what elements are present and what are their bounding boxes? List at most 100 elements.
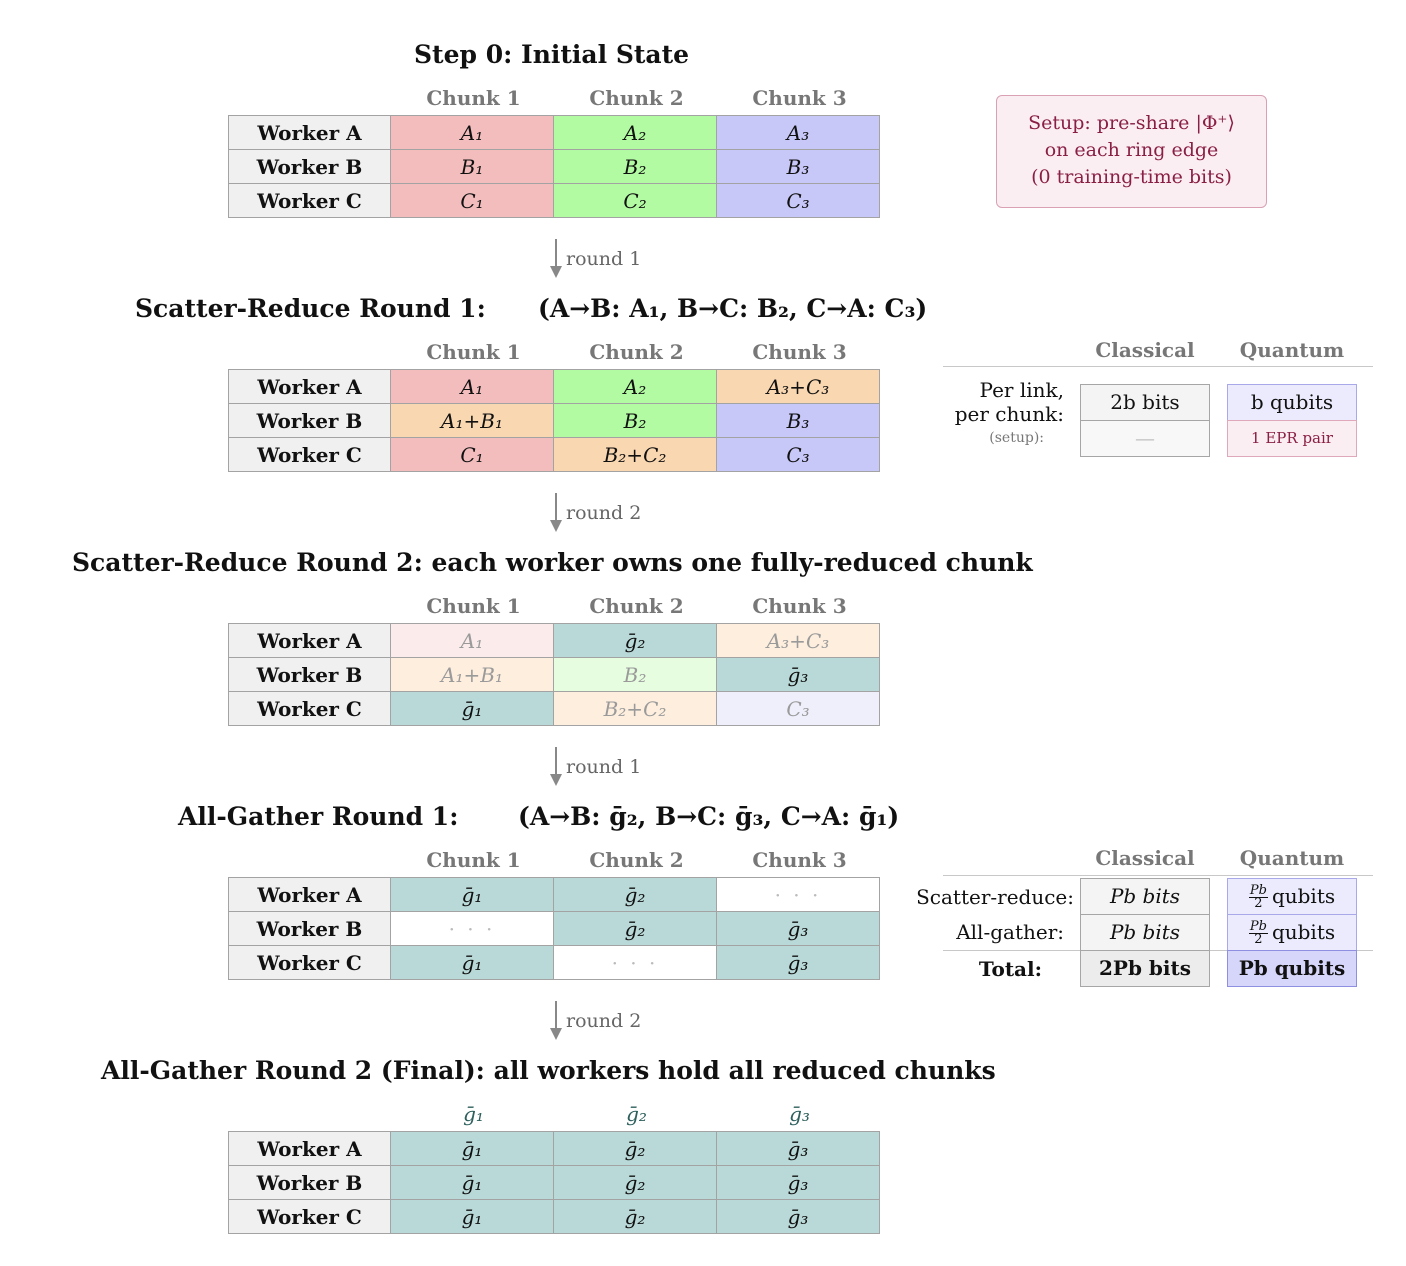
row-label: Worker C (228, 945, 391, 980)
down-arrow-icon (550, 239, 562, 278)
table-row: Worker A A₁ A₂ A₃+C₃ (228, 369, 880, 404)
row-label: Worker C (228, 437, 391, 472)
column-header: ḡ₃ (789, 1102, 810, 1126)
table-cell: · · · (716, 877, 880, 912)
row-label: Worker B (228, 911, 391, 946)
table-row: Worker B ḡ₁ ḡ₂ ḡ₃ (228, 1165, 880, 1200)
row-label: Worker B (228, 657, 391, 692)
table-cell: ḡ₃ (716, 945, 880, 980)
setup-line-1: Setup: pre-share |Φ⁺⟩ (1028, 112, 1235, 134)
column-header: Chunk 1 (426, 340, 521, 364)
table-cell: A₃+C₃ (716, 623, 880, 658)
column-header: Chunk 1 (426, 594, 521, 618)
table-cell: A₂ (553, 115, 717, 150)
table-divider (943, 366, 1373, 367)
table-cell: ḡ₂ (553, 911, 717, 946)
table-cell: ḡ₃ (716, 1199, 880, 1234)
classical-scatter-reduce: Pb bits (1080, 878, 1210, 915)
step4-title: All-Gather Round 2 (Final): all workers … (101, 1056, 996, 1085)
table-divider (943, 875, 1373, 876)
table-cell: C₁ (390, 437, 554, 472)
column-header: ḡ₂ (626, 1102, 647, 1126)
column-header: Chunk 3 (752, 848, 847, 872)
row-label: Worker B (228, 403, 391, 438)
arrow-label: round 2 (566, 1010, 642, 1032)
column-header: Chunk 3 (752, 340, 847, 364)
setup-line-3: (0 training-time bits) (1031, 166, 1232, 188)
step3-subtitle: (A→B: ḡ₂, B→C: ḡ₃, C→A: ḡ₁) (518, 802, 900, 831)
step1-table: Worker A A₁ A₂ A₃+C₃ Worker B A₁+B₁ B₂ B… (228, 369, 880, 472)
down-arrow-icon (550, 493, 562, 532)
column-header: Chunk 1 (426, 86, 521, 110)
arrow-label: round 1 (566, 248, 642, 270)
row-label: Worker C (228, 1199, 391, 1234)
quantum-header: Quantum (1239, 338, 1345, 362)
row-label: Worker C (228, 183, 391, 218)
arrow-label: round 1 (566, 756, 642, 778)
table-cell: · · · (390, 911, 554, 946)
table-cell: B₂+C₂ (553, 437, 717, 472)
table-cell: ḡ₁ (390, 691, 554, 726)
quantum-header: Quantum (1239, 846, 1345, 870)
table-row: Worker B A₁+B₁ B₂ B₃ (228, 403, 880, 438)
table-row: Worker C C₁ B₂+C₂ C₃ (228, 437, 880, 472)
total-label: Total: (978, 957, 1042, 981)
row-label: Worker A (228, 1131, 391, 1166)
classical-total: 2Pb bits (1080, 950, 1210, 987)
scatter-reduce-label: Scatter-reduce: (916, 885, 1074, 909)
table-row: Worker A ḡ₁ ḡ₂ ḡ₃ (228, 1131, 880, 1166)
column-header: Chunk 1 (426, 848, 521, 872)
setup-note: Setup: pre-share |Φ⁺⟩ on each ring edge … (996, 95, 1267, 208)
setup-label: (setup): (989, 430, 1044, 446)
table-row: Worker B · · · ḡ₂ ḡ₃ (228, 911, 880, 946)
column-header: Chunk 2 (589, 340, 684, 364)
column-header: Chunk 2 (589, 848, 684, 872)
step1-subtitle: (A→B: A₁, B→C: B₂, C→A: C₃) (538, 294, 928, 323)
step2-table: Worker A A₁ ḡ₂ A₃+C₃ Worker B A₁+B₁ B₂ ḡ… (228, 623, 880, 726)
table-cell: ḡ₁ (390, 945, 554, 980)
table-cell: ḡ₂ (553, 623, 717, 658)
step3-title: All-Gather Round 1: (178, 802, 459, 831)
table-cell: ḡ₂ (553, 877, 717, 912)
table-row: Worker B B₁ B₂ B₃ (228, 149, 880, 184)
row-label: Worker A (228, 623, 391, 658)
table-row: Worker A A₁ A₂ A₃ (228, 115, 880, 150)
step0-title: Step 0: Initial State (414, 40, 690, 69)
column-header: Chunk 2 (589, 86, 684, 110)
table-cell: ḡ₃ (716, 1165, 880, 1200)
table-cell: ḡ₂ (553, 1199, 717, 1234)
row-label: Worker C (228, 691, 391, 726)
per-link-label: Per link, (979, 378, 1064, 402)
table-cell: ḡ₂ (553, 1131, 717, 1166)
table-cell: A₁ (390, 623, 554, 658)
table-cell: ḡ₃ (716, 657, 880, 692)
table-cell: ḡ₁ (390, 1165, 554, 1200)
table-row: Worker C C₁ C₂ C₃ (228, 183, 880, 218)
table-cell: ḡ₁ (390, 877, 554, 912)
all-gather-label: All-gather: (956, 920, 1064, 944)
table-cell: A₂ (553, 369, 717, 404)
table-cell: ḡ₁ (390, 1131, 554, 1166)
column-header: Chunk 3 (752, 594, 847, 618)
table-cell: A₁ (390, 369, 554, 404)
table-cell: ḡ₂ (553, 1165, 717, 1200)
step0-table: Worker A A₁ A₂ A₃ Worker B B₁ B₂ B₃ Work… (228, 115, 880, 218)
column-header: Chunk 3 (752, 86, 847, 110)
table-cell: C₃ (716, 437, 880, 472)
table-cell: A₁ (390, 115, 554, 150)
table-cell: B₂ (553, 149, 717, 184)
classical-header: Classical (1095, 338, 1195, 362)
table-cell: A₁+B₁ (390, 403, 554, 438)
table-cell: C₃ (716, 691, 880, 726)
table-cell: B₁ (390, 149, 554, 184)
step4-table: Worker A ḡ₁ ḡ₂ ḡ₃ Worker B ḡ₁ ḡ₂ ḡ₃ Work… (228, 1131, 880, 1234)
step3-table: Worker A ḡ₁ ḡ₂ · · · Worker B · · · ḡ₂ ḡ… (228, 877, 880, 980)
table-cell: C₂ (553, 183, 717, 218)
table-row: Worker C ḡ₁ ḡ₂ ḡ₃ (228, 1199, 880, 1234)
row-label: Worker B (228, 1165, 391, 1200)
classical-header: Classical (1095, 846, 1195, 870)
setup-line-2: on each ring edge (1044, 139, 1219, 161)
